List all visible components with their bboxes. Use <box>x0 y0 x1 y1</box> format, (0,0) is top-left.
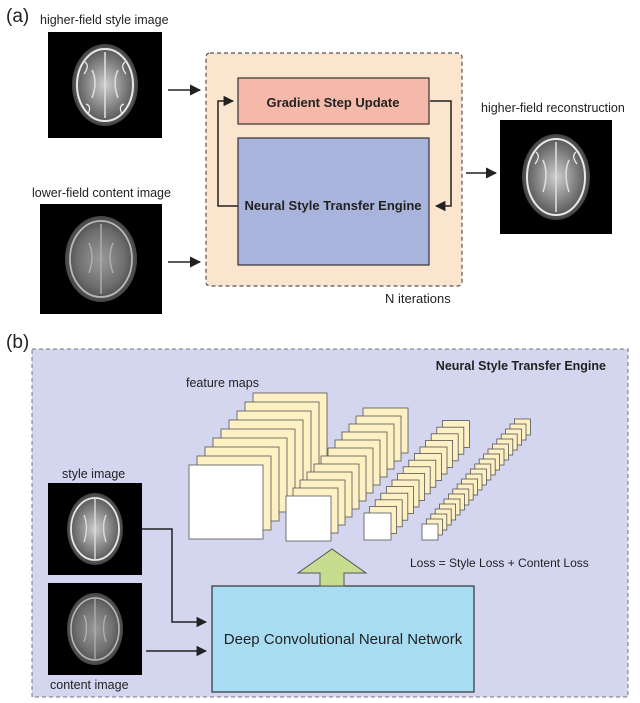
feature-maps <box>188 392 531 542</box>
style-image-caption-b: style image <box>62 467 125 481</box>
panel-b-label: (b) <box>6 332 29 353</box>
panel-a-label: (a) <box>6 6 29 27</box>
loss-label: Loss = Style Loss + Content Loss <box>410 556 589 570</box>
content-image-caption-b: content image <box>50 678 129 692</box>
feature-map-layer-1-1 <box>188 464 264 540</box>
up-arrow <box>296 548 368 587</box>
loop-arrow-right <box>430 100 452 212</box>
style-to-network-arrow <box>142 528 208 628</box>
loop-arrow-left <box>217 95 238 207</box>
deep-cnn-box <box>211 585 475 693</box>
gradient-step-update-box <box>237 77 430 125</box>
lower-field-content-image <box>40 204 162 314</box>
neural-style-transfer-engine-box <box>237 137 430 266</box>
higher-field-style-image <box>48 32 162 138</box>
deep-cnn-label: Deep Convolutional Neural Network <box>224 631 463 648</box>
content-image-caption: lower-field content image <box>32 186 171 200</box>
style-image-b <box>48 483 142 575</box>
reconstruction-caption: higher-field reconstruction <box>481 101 625 115</box>
feature-map-layer-2-1 <box>285 495 332 542</box>
engine-panel-title: Neural Style Transfer Engine <box>436 359 606 373</box>
feature-maps-label: feature maps <box>186 376 259 390</box>
feature-map-layer-4-1 <box>421 523 439 541</box>
feature-map-layer-3-1 <box>363 512 392 541</box>
n-iterations-label: N iterations <box>385 291 451 306</box>
higher-field-reconstruction-image <box>500 120 612 234</box>
neural-style-transfer-engine-label: Neural Style Transfer Engine <box>244 198 421 213</box>
gradient-step-update-label: Gradient Step Update <box>267 95 400 110</box>
content-image-b <box>48 583 142 675</box>
style-image-caption: higher-field style image <box>40 13 169 27</box>
